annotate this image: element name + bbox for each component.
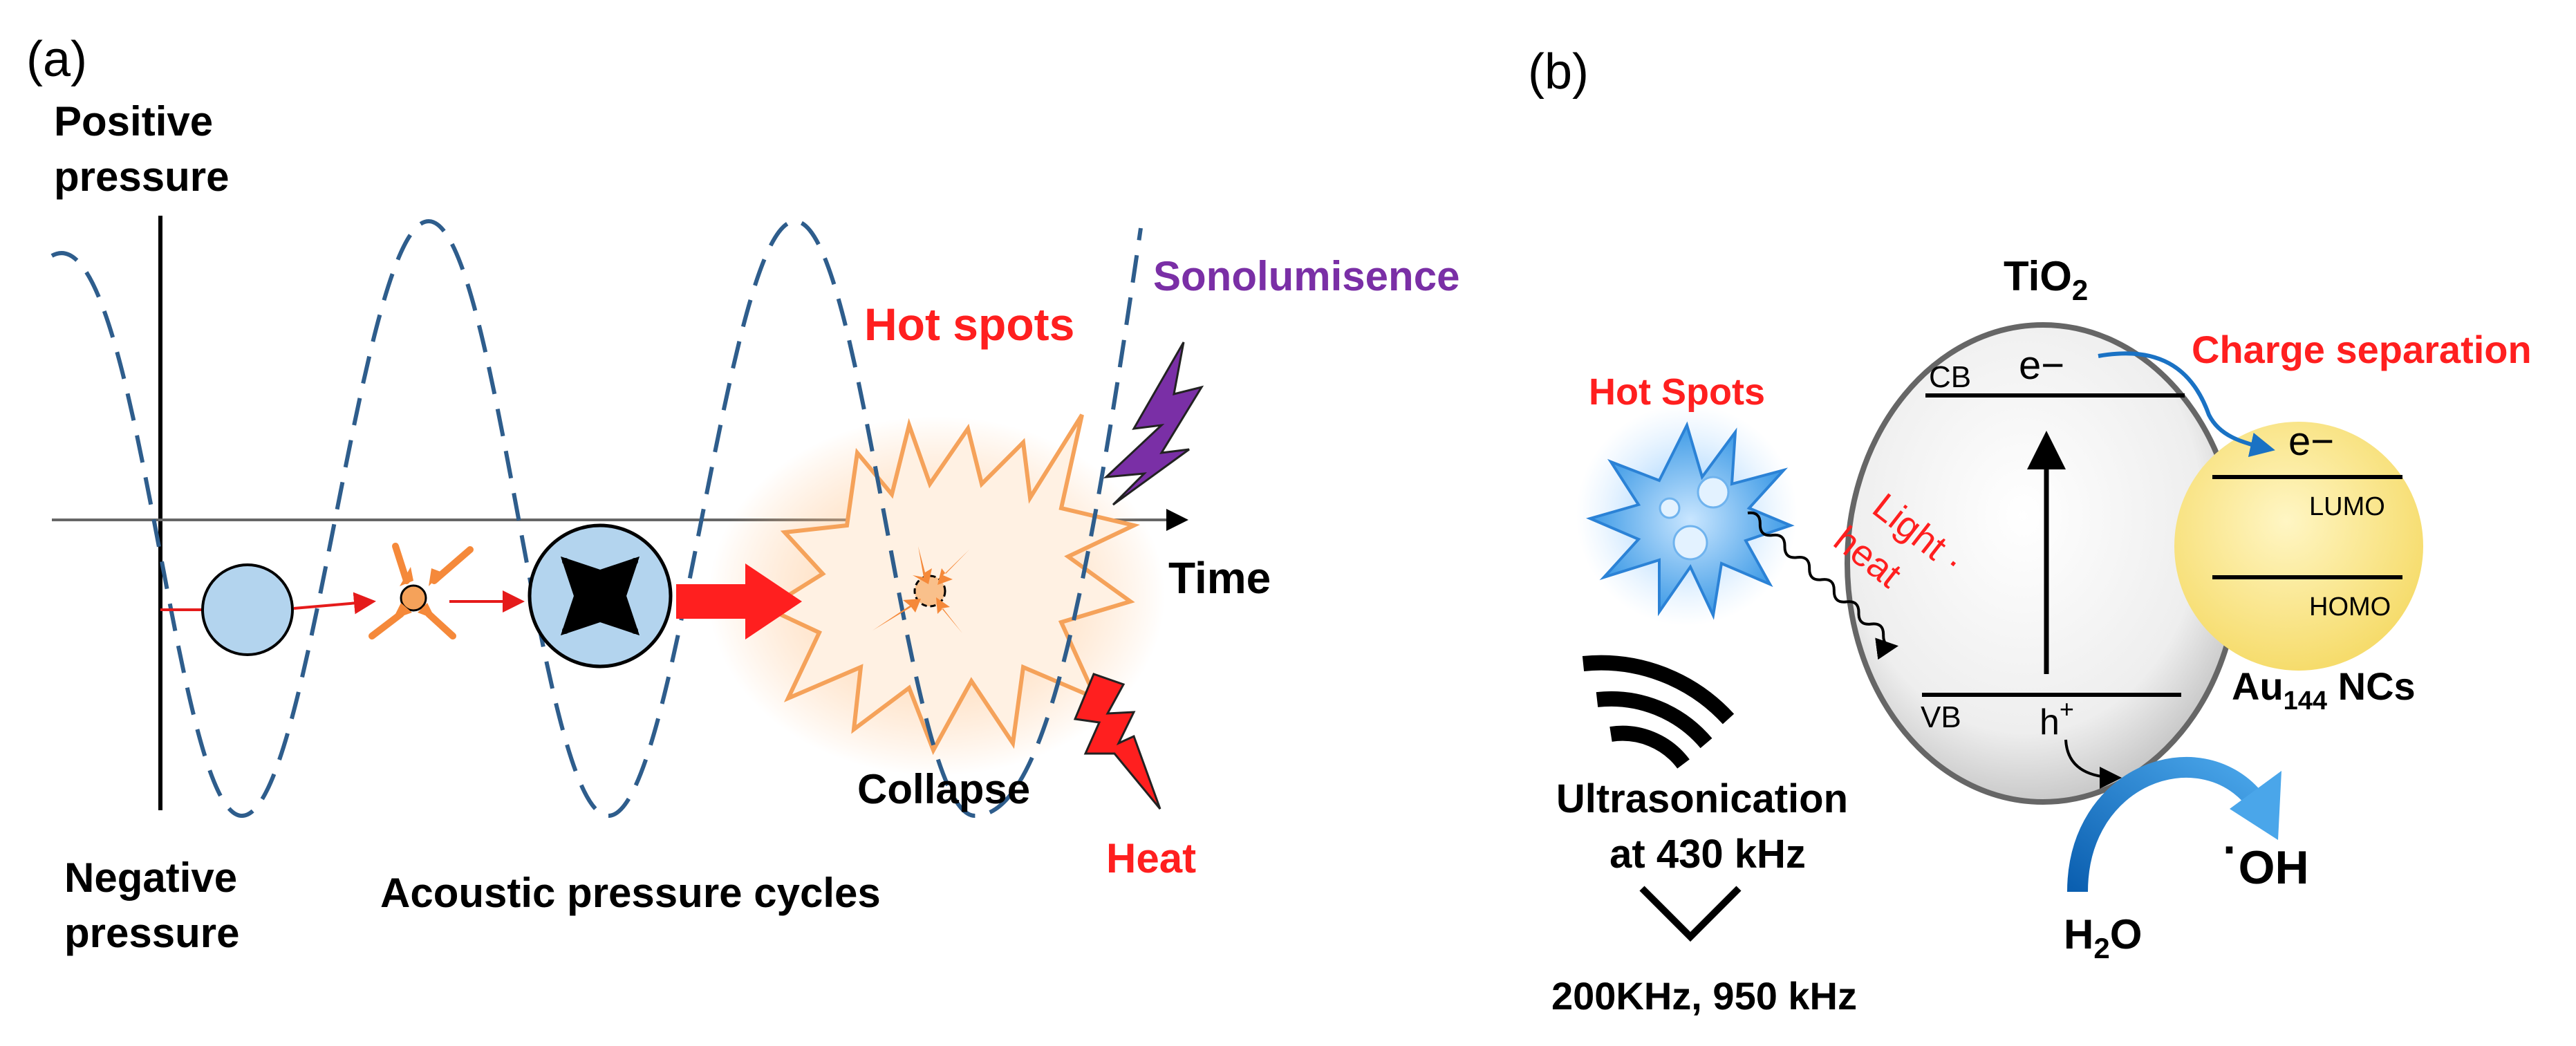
expanding-bubble [528, 523, 673, 669]
charge-transfer-arrow [2098, 351, 2275, 458]
sonolumisence-label: Sonolumisence [1153, 253, 1459, 299]
cb-label: CB [1929, 360, 1971, 394]
sonolumisence-bolt [1103, 342, 1204, 506]
cb-electron: e− [2019, 343, 2064, 388]
time-axis-label: Time [1168, 553, 1271, 603]
oh-radical-label: ·OH [2223, 823, 2309, 894]
homo-label: HOMO [2309, 592, 2391, 622]
acoustic-cycles-label: Acoustic pressure cycles [380, 870, 881, 916]
au-nanocluster [2174, 422, 2423, 671]
bubble-1 [201, 563, 294, 656]
ultrasound-waves-icon [1582, 655, 1735, 769]
au-nc-label: Au144 NCs [2232, 664, 2416, 716]
oxidation-arrowhead [2230, 771, 2281, 840]
heat-label: Heat [1106, 835, 1196, 881]
collapse-label: Collapse [857, 766, 1030, 812]
positive-pressure-label: Positive pressure [54, 98, 229, 200]
heat-bolt [1073, 673, 1161, 810]
charge-separation-label: Charge separation [2192, 328, 2532, 371]
light-heat-wave [1747, 511, 1898, 660]
hot-spot-bubbles [1659, 476, 1730, 561]
negative-pressure-label: Negative pressure [64, 854, 249, 956]
panel-a-label: (a) [26, 32, 87, 87]
panel-a: (a) Positive pressure Time [26, 32, 1459, 956]
panel-b: (b) TiO2 CB e− VB h+ LUMO HOMO e− Au144 … [1528, 44, 2532, 1018]
oxidation-arrow [2067, 756, 2262, 893]
growth-arrow-2 [293, 592, 376, 615]
collapsing-bubble [872, 546, 969, 633]
h2o-label: H2O [2064, 911, 2142, 964]
lumo-label: LUMO [2309, 492, 2385, 521]
frequencies-label: 200KHz, 950 kHz [1551, 974, 1857, 1018]
au-electron: e− [2288, 419, 2334, 464]
hole-transfer-arrow [2064, 739, 2122, 789]
ultrasonication-label: Ultrasonication at 430 kHz [1556, 776, 1859, 877]
big-red-arrow [676, 563, 802, 639]
tio2-label: TiO2 [2004, 253, 2088, 306]
panel-b-label: (b) [1528, 44, 1589, 100]
vb-label: VB [1921, 700, 1961, 734]
hot-spot-star [1586, 421, 1795, 620]
compressing-bubble [368, 543, 474, 639]
chevron-down-icon [1639, 886, 1742, 942]
hot-spots-label: Hot spots [864, 299, 1074, 350]
pressure-wave [50, 218, 1143, 819]
vb-hole: h+ [2040, 695, 2074, 743]
